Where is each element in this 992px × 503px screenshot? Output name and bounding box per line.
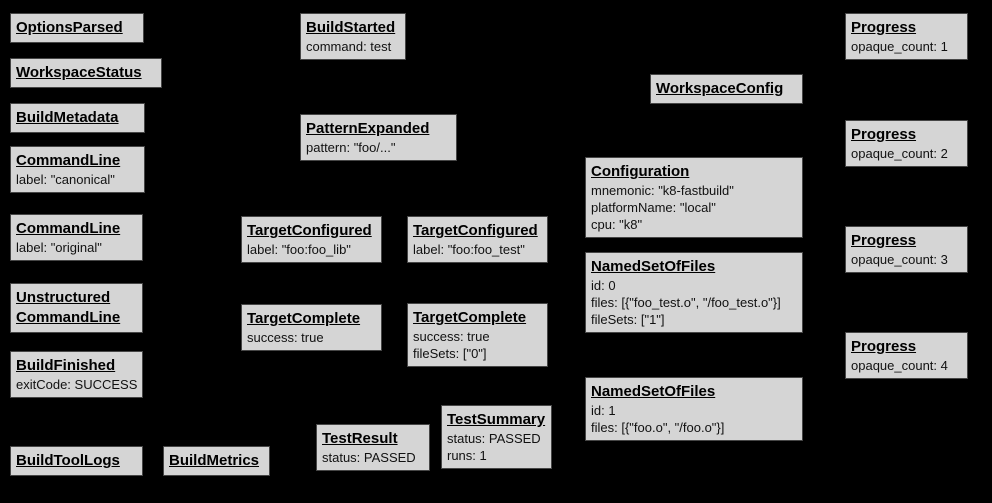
event-box-named-set-of-files-0: NamedSetOfFiles id: 0 files: [{"foo_test… bbox=[585, 252, 803, 333]
event-box-build-tool-logs: BuildToolLogs bbox=[10, 446, 143, 476]
event-attr: status: PASSED bbox=[322, 450, 416, 465]
event-attr: runs: 1 bbox=[447, 448, 487, 463]
event-title: CommandLine bbox=[16, 152, 121, 169]
event-attr: mnemonic: "k8-fastbuild" bbox=[591, 183, 734, 198]
event-attr: pattern: "foo/..." bbox=[306, 140, 396, 155]
event-title: WorkspaceStatus bbox=[16, 64, 142, 81]
event-attr: label: "foo:foo_lib" bbox=[247, 242, 351, 257]
event-attr: id: 0 bbox=[591, 278, 616, 293]
event-title: TestSummary bbox=[447, 411, 546, 428]
event-title: BuildMetrics bbox=[169, 452, 260, 469]
event-box-test-summary: TestSummary status: PASSED runs: 1 bbox=[441, 405, 552, 469]
event-title: TargetConfigured bbox=[247, 222, 372, 239]
event-box-build-started: BuildStarted command: test bbox=[300, 13, 406, 60]
event-attr: files: [{"foo_test.o", "/foo_test.o"}] bbox=[591, 295, 781, 310]
event-box-command-line-original: CommandLine label: "original" bbox=[10, 214, 143, 261]
event-attr: files: [{"foo.o", "/foo.o"}] bbox=[591, 420, 725, 435]
event-title: PatternExpanded bbox=[306, 120, 430, 137]
event-title: OptionsParsed bbox=[16, 19, 123, 36]
event-box-test-result: TestResult status: PASSED bbox=[316, 424, 430, 471]
event-title: Progress bbox=[851, 126, 917, 143]
event-title: Progress bbox=[851, 232, 917, 249]
event-box-named-set-of-files-1: NamedSetOfFiles id: 1 files: [{"foo.o", … bbox=[585, 377, 803, 441]
event-box-progress-2: Progress opaque_count: 2 bbox=[845, 120, 968, 167]
event-box-pattern-expanded: PatternExpanded pattern: "foo/..." bbox=[300, 114, 457, 161]
event-title: NamedSetOfFiles bbox=[591, 383, 716, 400]
event-attr: platformName: "local" bbox=[591, 200, 716, 215]
event-attr: exitCode: SUCCESS bbox=[16, 377, 138, 392]
event-box-progress-3: Progress opaque_count: 3 bbox=[845, 226, 968, 273]
event-attr: id: 1 bbox=[591, 403, 616, 418]
event-title: NamedSetOfFiles bbox=[591, 258, 716, 275]
event-attr: fileSets: ["0"] bbox=[413, 346, 487, 361]
event-title: TargetComplete bbox=[413, 309, 527, 326]
event-attr: label: "original" bbox=[16, 240, 102, 255]
event-title: WorkspaceConfig bbox=[656, 80, 784, 97]
event-box-options-parsed: OptionsParsed bbox=[10, 13, 144, 43]
event-title: TargetComplete bbox=[247, 310, 361, 327]
event-title: Progress bbox=[851, 338, 917, 355]
event-box-build-finished: BuildFinished exitCode: SUCCESS bbox=[10, 351, 143, 398]
event-attr: opaque_count: 1 bbox=[851, 39, 948, 54]
event-attr: label: "foo:foo_test" bbox=[413, 242, 525, 257]
event-box-progress-1: Progress opaque_count: 1 bbox=[845, 13, 968, 60]
event-title: BuildMetadata bbox=[16, 109, 119, 126]
event-box-progress-4: Progress opaque_count: 4 bbox=[845, 332, 968, 379]
event-title: BuildFinished bbox=[16, 357, 116, 374]
event-box-target-configured-foo-lib: TargetConfigured label: "foo:foo_lib" bbox=[241, 216, 382, 263]
event-title: CommandLine bbox=[16, 309, 121, 326]
event-box-build-metrics: BuildMetrics bbox=[163, 446, 270, 476]
event-box-unstructured-command-line: Unstructured CommandLine bbox=[10, 283, 143, 333]
event-attr: fileSets: ["1"] bbox=[591, 312, 665, 327]
event-attr: success: true bbox=[247, 330, 324, 345]
event-box-command-line-canonical: CommandLine label: "canonical" bbox=[10, 146, 145, 193]
event-box-target-complete-foo-test: TargetComplete success: true fileSets: [… bbox=[407, 303, 548, 367]
event-attr: label: "canonical" bbox=[16, 172, 115, 187]
event-attr: opaque_count: 2 bbox=[851, 146, 948, 161]
event-attr: cpu: "k8" bbox=[591, 217, 643, 232]
event-box-build-metadata: BuildMetadata bbox=[10, 103, 145, 133]
event-box-target-complete-foo-lib: TargetComplete success: true bbox=[241, 304, 382, 351]
event-attr: status: PASSED bbox=[447, 431, 541, 446]
event-attr: command: test bbox=[306, 39, 392, 54]
event-title: Progress bbox=[851, 19, 917, 36]
event-title: TargetConfigured bbox=[413, 222, 538, 239]
event-box-target-configured-foo-test: TargetConfigured label: "foo:foo_test" bbox=[407, 216, 548, 263]
event-title: Unstructured bbox=[16, 289, 111, 306]
event-title: TestResult bbox=[322, 430, 398, 447]
event-title: BuildStarted bbox=[306, 19, 396, 36]
event-box-configuration: Configuration mnemonic: "k8-fastbuild" p… bbox=[585, 157, 803, 238]
event-title: Configuration bbox=[591, 163, 690, 180]
event-box-workspace-config: WorkspaceConfig bbox=[650, 74, 803, 104]
event-attr: opaque_count: 4 bbox=[851, 358, 948, 373]
event-attr: success: true bbox=[413, 329, 490, 344]
event-attr: opaque_count: 3 bbox=[851, 252, 948, 267]
event-title: BuildToolLogs bbox=[16, 452, 120, 469]
event-box-workspace-status: WorkspaceStatus bbox=[10, 58, 162, 88]
event-title: CommandLine bbox=[16, 220, 121, 237]
